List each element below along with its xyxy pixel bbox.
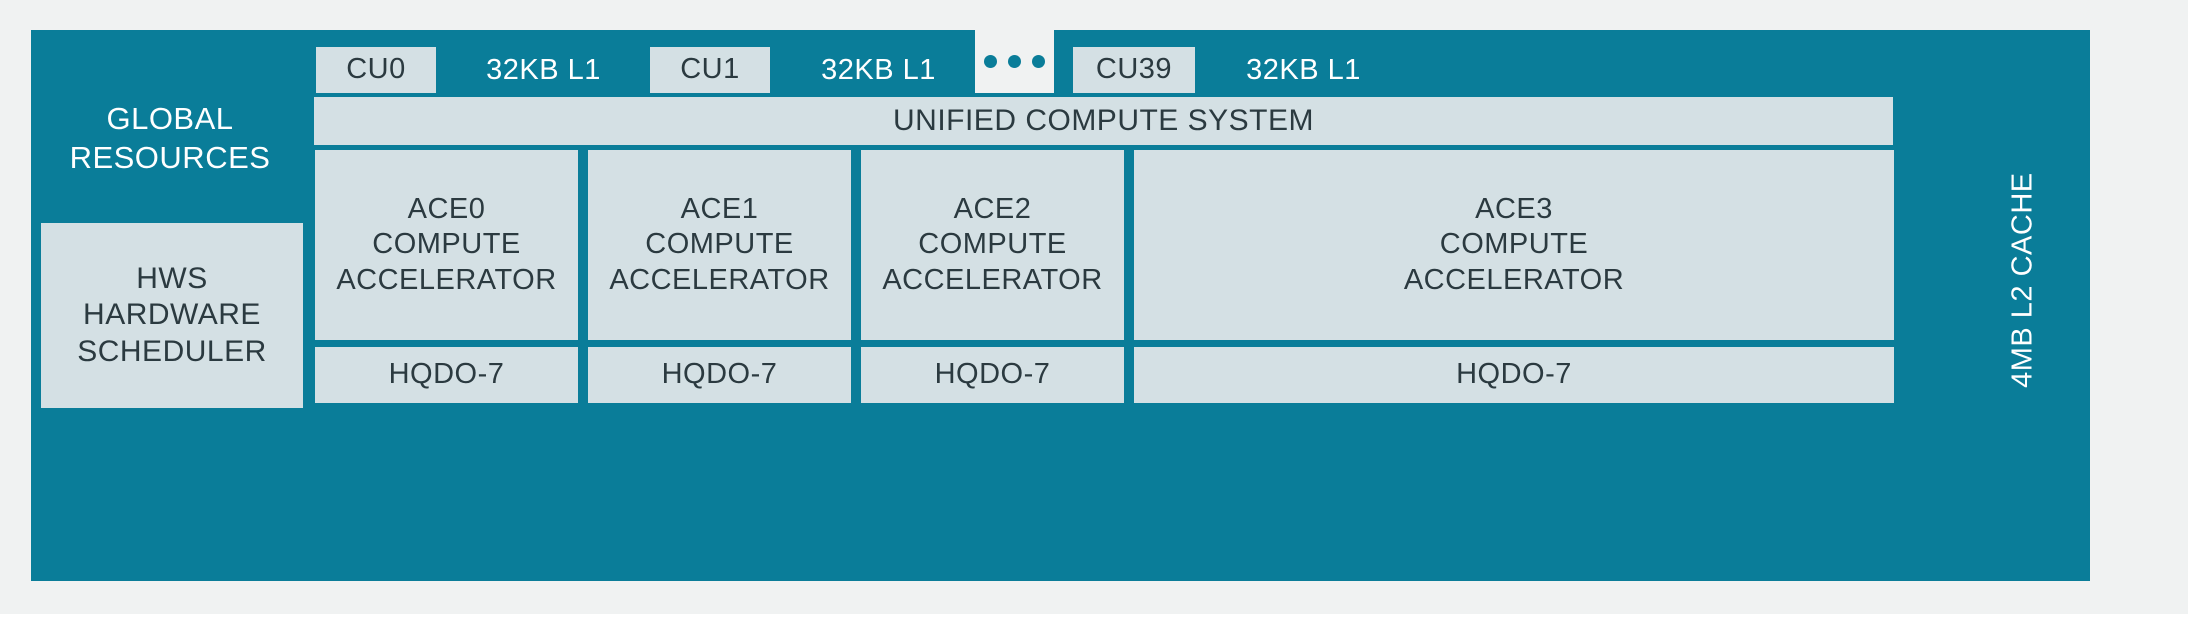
l2-cache-label: 4MB L2 CACHE (2006, 172, 2039, 388)
l1-cache-label-cu39: 32KB L1 (1246, 53, 1361, 86)
unified-compute-system-bar: UNIFIED COMPUTE SYSTEM (314, 97, 1893, 145)
compute-unit-cu0: CU0 (316, 47, 436, 93)
ace-id-2: ACE2 (953, 192, 1032, 225)
ellipsis-dot-2 (1008, 55, 1021, 68)
ace-id-1: ACE1 (680, 192, 759, 225)
compute-unit-cu1: CU1 (650, 47, 770, 93)
ellipsis-dot-3 (1032, 55, 1045, 68)
ace-id-0: ACE0 (407, 192, 486, 225)
l1-cache-label-cu1: 32KB L1 (821, 53, 936, 86)
l1-cache-label-cu0: 32KB L1 (486, 53, 601, 86)
ace-id-3: ACE3 (1475, 192, 1553, 225)
hqdo-block-2: HQDO-7 (861, 347, 1124, 403)
compute-unit-cu39: CU39 (1073, 47, 1195, 93)
ellipsis-icon (975, 30, 1054, 93)
hqdo-block-3: HQDO-7 (1134, 347, 1894, 403)
ellipsis-dot-1 (984, 55, 997, 68)
hqdo-block-1: HQDO-7 (588, 347, 851, 403)
l2-cache-block: 4MB L2 CACHE (1955, 130, 2090, 430)
hqdo-block-0: HQDO-7 (315, 347, 578, 403)
